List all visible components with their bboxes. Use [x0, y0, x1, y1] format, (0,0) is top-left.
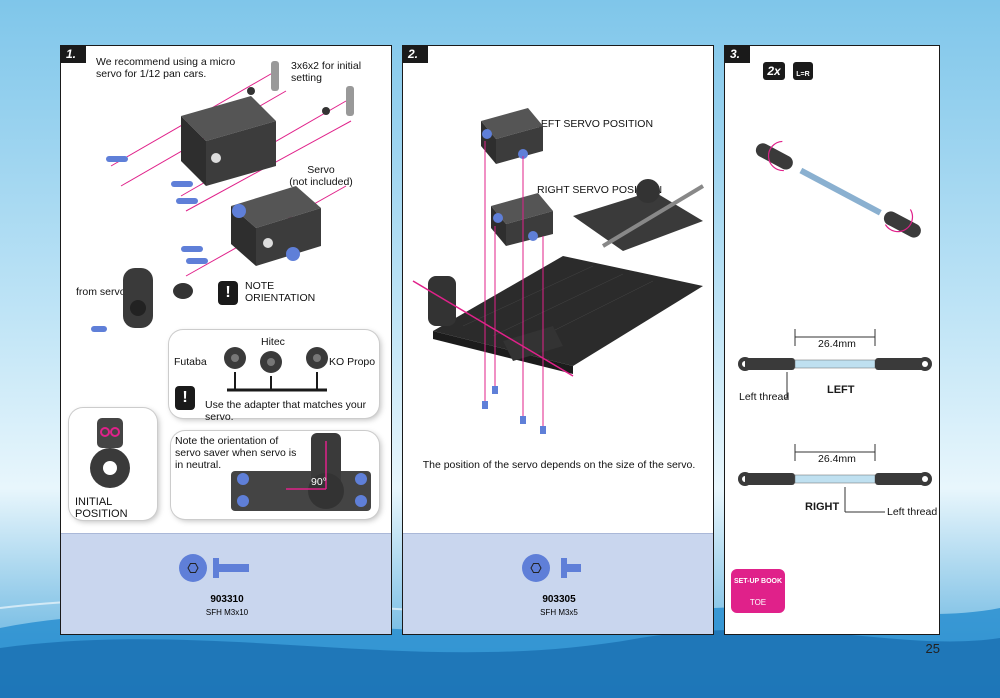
- orientation-note: Note the orientation of servo saver when…: [175, 435, 296, 471]
- left-thread-label-2: Left thread: [887, 506, 938, 518]
- turnbuckle-right: [738, 444, 932, 513]
- chassis-illustration: [412, 108, 705, 434]
- adapter-warning-icon: !: [175, 386, 195, 410]
- from-servo-label: from servo: [76, 286, 126, 298]
- brand-futaba: Futaba: [174, 356, 207, 368]
- orientation-line-2: servo saver when servo is: [175, 447, 297, 459]
- intro-text: We recommend using a micro servo for 1/1…: [96, 56, 246, 80]
- turnbuckle-illustration: [738, 140, 932, 513]
- adapter-illustration: [224, 347, 328, 392]
- note-line-1: NOTE: [245, 280, 275, 292]
- right-servo-label: RIGHT SERVO POSITION: [537, 184, 663, 196]
- step-2-panel: 2. LEFT SERVO POSITION RIGHT SERVO POSIT…: [402, 45, 714, 635]
- turnbuckle-left: [738, 329, 932, 399]
- part-desc: SFH M3x10: [205, 608, 249, 617]
- servo-exploded-illustration: [91, 61, 354, 332]
- part-code: 903305: [542, 594, 576, 605]
- servo-bottom: [231, 186, 321, 266]
- screw-icon: [522, 554, 581, 582]
- servo-position-caption: The position of the servo depends on the…: [422, 459, 696, 471]
- servo-label-line-2: (not included): [289, 176, 353, 188]
- setup-book-label: SET-UP BOOK: [733, 578, 783, 585]
- step-1-panel: 1. We recommend using a micro servo for …: [60, 45, 392, 635]
- screw-icon: [179, 554, 249, 582]
- left-servo-label: LEFT SERVO POSITION: [535, 118, 654, 130]
- spacer-label: 3x6x2 for initial setting: [291, 60, 362, 84]
- parts-footer: 903310 SFH M3x10: [61, 533, 391, 634]
- part-code: 903310: [210, 594, 244, 605]
- step-number: 3.: [725, 46, 751, 63]
- toe-label: TOE: [749, 598, 767, 607]
- angle-label: 90°: [311, 476, 327, 488]
- initial-position-bubble: INITIAL POSITION: [69, 408, 157, 520]
- step-3-panel: 3. 2x L=R: [724, 45, 940, 635]
- orientation-line-3: in neutral.: [175, 459, 222, 471]
- setup-book-badge[interactable]: SET-UP BOOK TOE: [731, 569, 785, 613]
- initial-position-illustration: [90, 418, 130, 488]
- lr-badge: L=R: [793, 62, 813, 80]
- intro-line-1: We recommend using a micro: [96, 56, 236, 68]
- adapter-note: Use the adapter that matches your servo.: [205, 399, 367, 423]
- parts-footer: 903305 SFH M3x5: [403, 533, 713, 634]
- dimension-top: 26.4mm: [818, 338, 856, 350]
- servo-top: [181, 96, 276, 186]
- orientation-bubble: Note the orientation of servo saver when…: [171, 431, 379, 519]
- servo-saver: [123, 268, 193, 328]
- intro-line-2: servo for 1/12 pan cars.: [96, 68, 207, 80]
- quantity-badge: 2x: [763, 62, 785, 80]
- left-thread-label-1: Left thread: [739, 391, 790, 403]
- note-orientation: NOTE ORIENTATION: [245, 280, 315, 304]
- left-tag: LEFT: [827, 384, 855, 396]
- step-number: 2.: [403, 46, 429, 63]
- brand-ko-propo: KO Propo: [329, 356, 376, 368]
- note-warning-icon: !: [218, 281, 238, 305]
- initial-position-label: INITIAL POSITION: [75, 496, 128, 520]
- brand-hitec: Hitec: [261, 336, 285, 348]
- servo-label-line-1: Servo: [307, 164, 335, 176]
- part-desc: SFH M3x5: [540, 608, 578, 617]
- right-tag: RIGHT: [805, 501, 840, 513]
- step-number: 1.: [61, 46, 87, 63]
- note-line-2: ORIENTATION: [245, 292, 316, 304]
- servo-label: Servo (not included): [286, 164, 356, 188]
- dimension-bottom: 26.4mm: [818, 453, 856, 465]
- adapter-bubble: Futaba Hitec KO Propo ! Use the adapter …: [169, 330, 379, 423]
- page-number: 25: [925, 641, 940, 656]
- orientation-line-1: Note the orientation of: [175, 435, 279, 447]
- orientation-illustration: [231, 433, 371, 511]
